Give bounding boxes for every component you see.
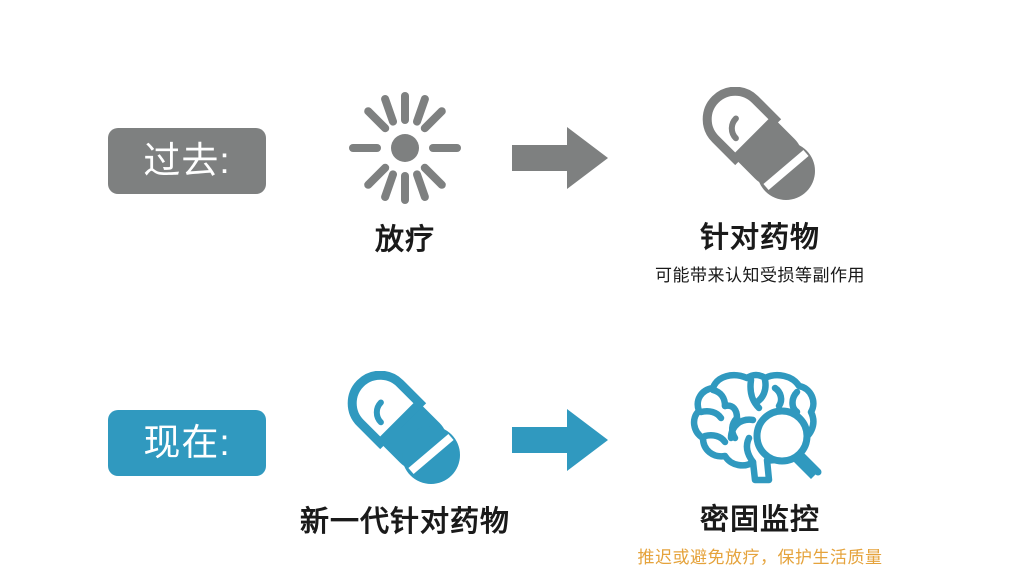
present-right-subcaption: 推迟或避免放疗，保护生活质量: [637, 548, 883, 567]
row-present: 现在: 新一代针对药物: [0, 300, 1024, 566]
pill-icon-box-past: [700, 87, 820, 204]
stage-badge-past-label: 过去:: [143, 139, 231, 181]
past-right-item: 针对药物 可能带来认知受损等副作用: [610, 87, 910, 285]
present-right-item: 密固监控 推迟或避免放疗，保护生活质量: [610, 370, 910, 566]
arrow-right-icon: [512, 409, 608, 471]
present-left-caption: 新一代针对药物: [300, 506, 511, 538]
stage-badge-present[interactable]: 现在:: [108, 410, 266, 476]
row-past: 过去:: [0, 18, 1024, 284]
past-right-caption: 针对药物: [699, 222, 820, 254]
radiation-sun-icon: [349, 92, 461, 204]
present-left-item: 新一代针对药物: [300, 371, 511, 538]
arrow-right-icon: [512, 127, 608, 189]
past-left-caption: 放疗: [374, 224, 435, 256]
past-arrow-wrap: [505, 118, 615, 198]
past-left-item: 放疗: [300, 90, 510, 255]
pill-icon-box-present: [345, 371, 465, 488]
brain-magnifier-icon-box: [687, 370, 833, 486]
brain-magnifier-icon: [690, 371, 822, 484]
past-right-subcaption: 可能带来认知受损等副作用: [655, 266, 865, 285]
present-right-caption: 密固监控: [699, 504, 820, 536]
present-arrow-wrap: [505, 400, 615, 480]
radiation-sun-icon-box: [349, 90, 461, 206]
stage-badge-present-label: 现在:: [143, 421, 231, 463]
stage-badge-past[interactable]: 过去:: [108, 128, 266, 194]
pill-capsule-tablet-icon: [702, 87, 815, 200]
pill-capsule-tablet-icon: [347, 371, 460, 484]
